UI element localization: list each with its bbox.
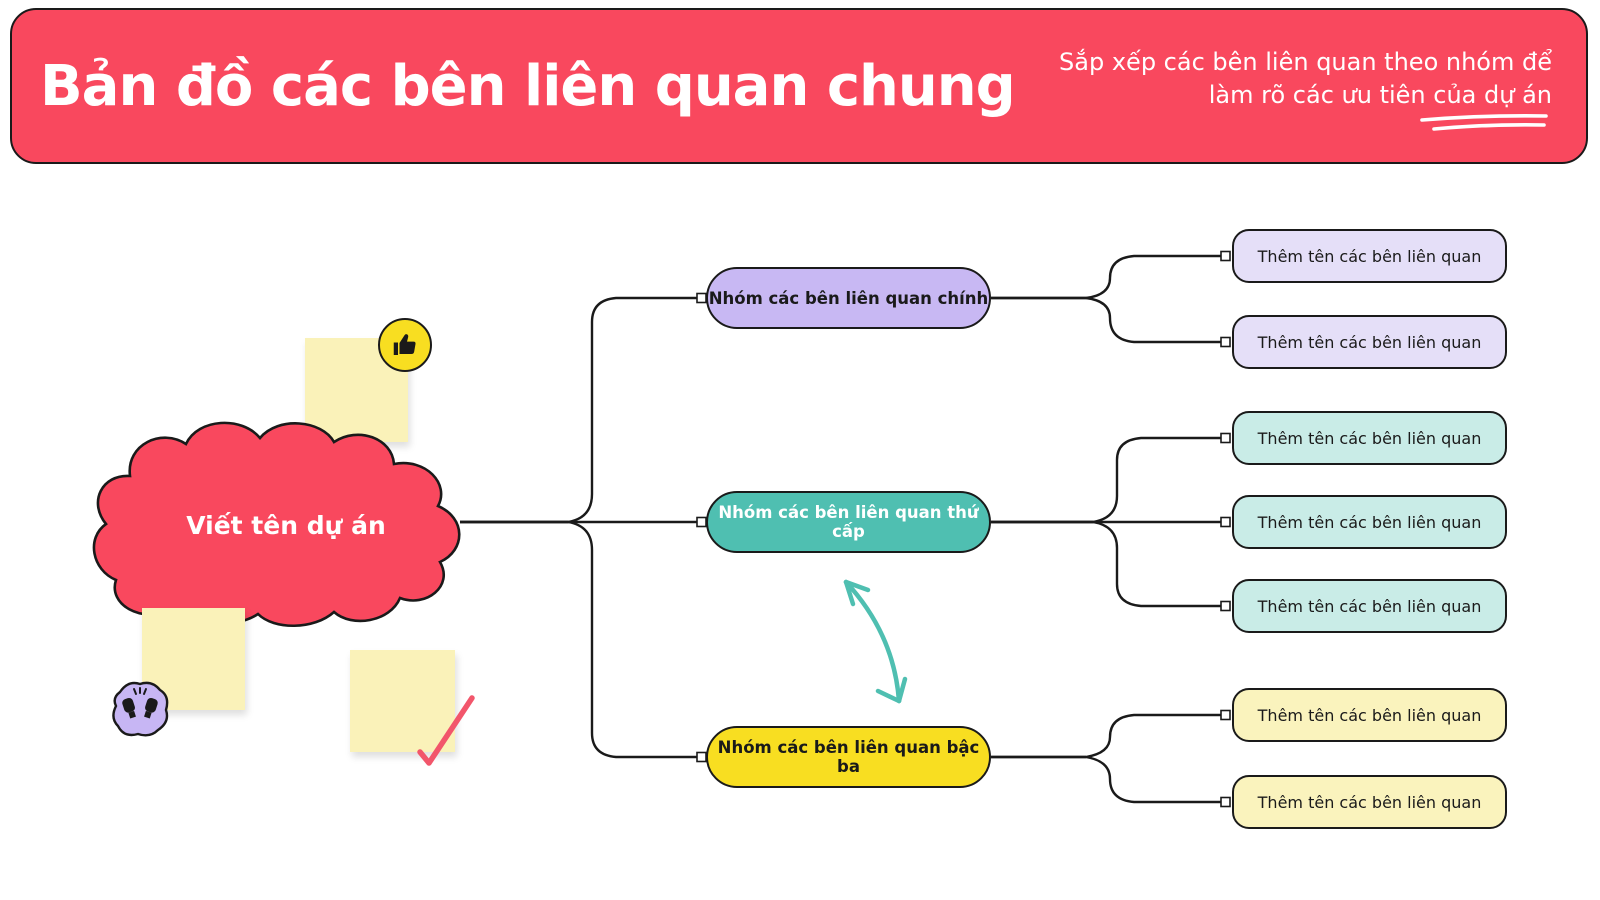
group-node-primary-label: Nhóm các bên liên quan chính <box>708 288 989 308</box>
stakeholder-name-label: Thêm tên các bên liên quan <box>1257 246 1482 266</box>
stakeholder-name-node[interactable]: Thêm tên các bên liên quan <box>1232 775 1507 829</box>
stakeholder-name-node[interactable]: Thêm tên các bên liên quan <box>1232 688 1507 742</box>
stakeholder-name-node[interactable]: Thêm tên các bên liên quan <box>1232 411 1507 465</box>
group-node-tertiary-label: Nhóm các bên liên quan bậc ba <box>717 738 980 776</box>
sticky-note[interactable] <box>350 650 455 752</box>
raised-hands-sticker[interactable] <box>108 678 172 740</box>
group-node-secondary[interactable]: Nhóm các bên liên quan thứ cấp <box>706 491 991 553</box>
thumbs-up-sticker[interactable] <box>378 318 432 372</box>
group-node-primary[interactable]: Nhóm các bên liên quan chính <box>706 267 991 329</box>
stakeholder-name-label: Thêm tên các bên liên quan <box>1257 792 1482 812</box>
stakeholder-name-node[interactable]: Thêm tên các bên liên quan <box>1232 229 1507 283</box>
stakeholder-name-label: Thêm tên các bên liên quan <box>1257 705 1482 725</box>
group-node-secondary-label: Nhóm các bên liên quan thứ cấp <box>718 503 979 541</box>
stakeholder-name-label: Thêm tên các bên liên quan <box>1257 512 1482 532</box>
stakeholder-name-node[interactable]: Thêm tên các bên liên quan <box>1232 495 1507 549</box>
thumbs-up-icon <box>393 334 416 355</box>
project-name-label: Viết tên dự án <box>186 510 386 540</box>
stakeholder-name-label: Thêm tên các bên liên quan <box>1257 332 1482 352</box>
underline-scribble <box>1420 114 1548 131</box>
subtitle-line-2: làm rõ các ưu tiên của dự án <box>1208 81 1552 109</box>
header-banner: Bản đồ các bên liên quan chung Sắp xếp c… <box>10 8 1588 164</box>
stakeholder-name-node[interactable]: Thêm tên các bên liên quan <box>1232 315 1507 369</box>
group-node-tertiary[interactable]: Nhóm các bên liên quan bậc ba <box>706 726 991 788</box>
project-name-node[interactable]: Viết tên dự án <box>82 414 466 636</box>
stakeholder-name-label: Thêm tên các bên liên quan <box>1257 428 1482 448</box>
raised-hands-icon <box>122 687 158 719</box>
header-subtitle: Sắp xếp các bên liên quan theo nhóm để l… <box>1059 46 1552 131</box>
stakeholder-name-label: Thêm tên các bên liên quan <box>1257 596 1482 616</box>
stakeholder-name-node[interactable]: Thêm tên các bên liên quan <box>1232 579 1507 633</box>
subtitle-line-1: Sắp xếp các bên liên quan theo nhóm để <box>1059 47 1552 76</box>
project-cloud-shape[interactable] <box>82 414 466 636</box>
connector-anchors <box>696 250 1231 808</box>
page-title: Bản đồ các bên liên quan chung <box>40 53 1016 119</box>
